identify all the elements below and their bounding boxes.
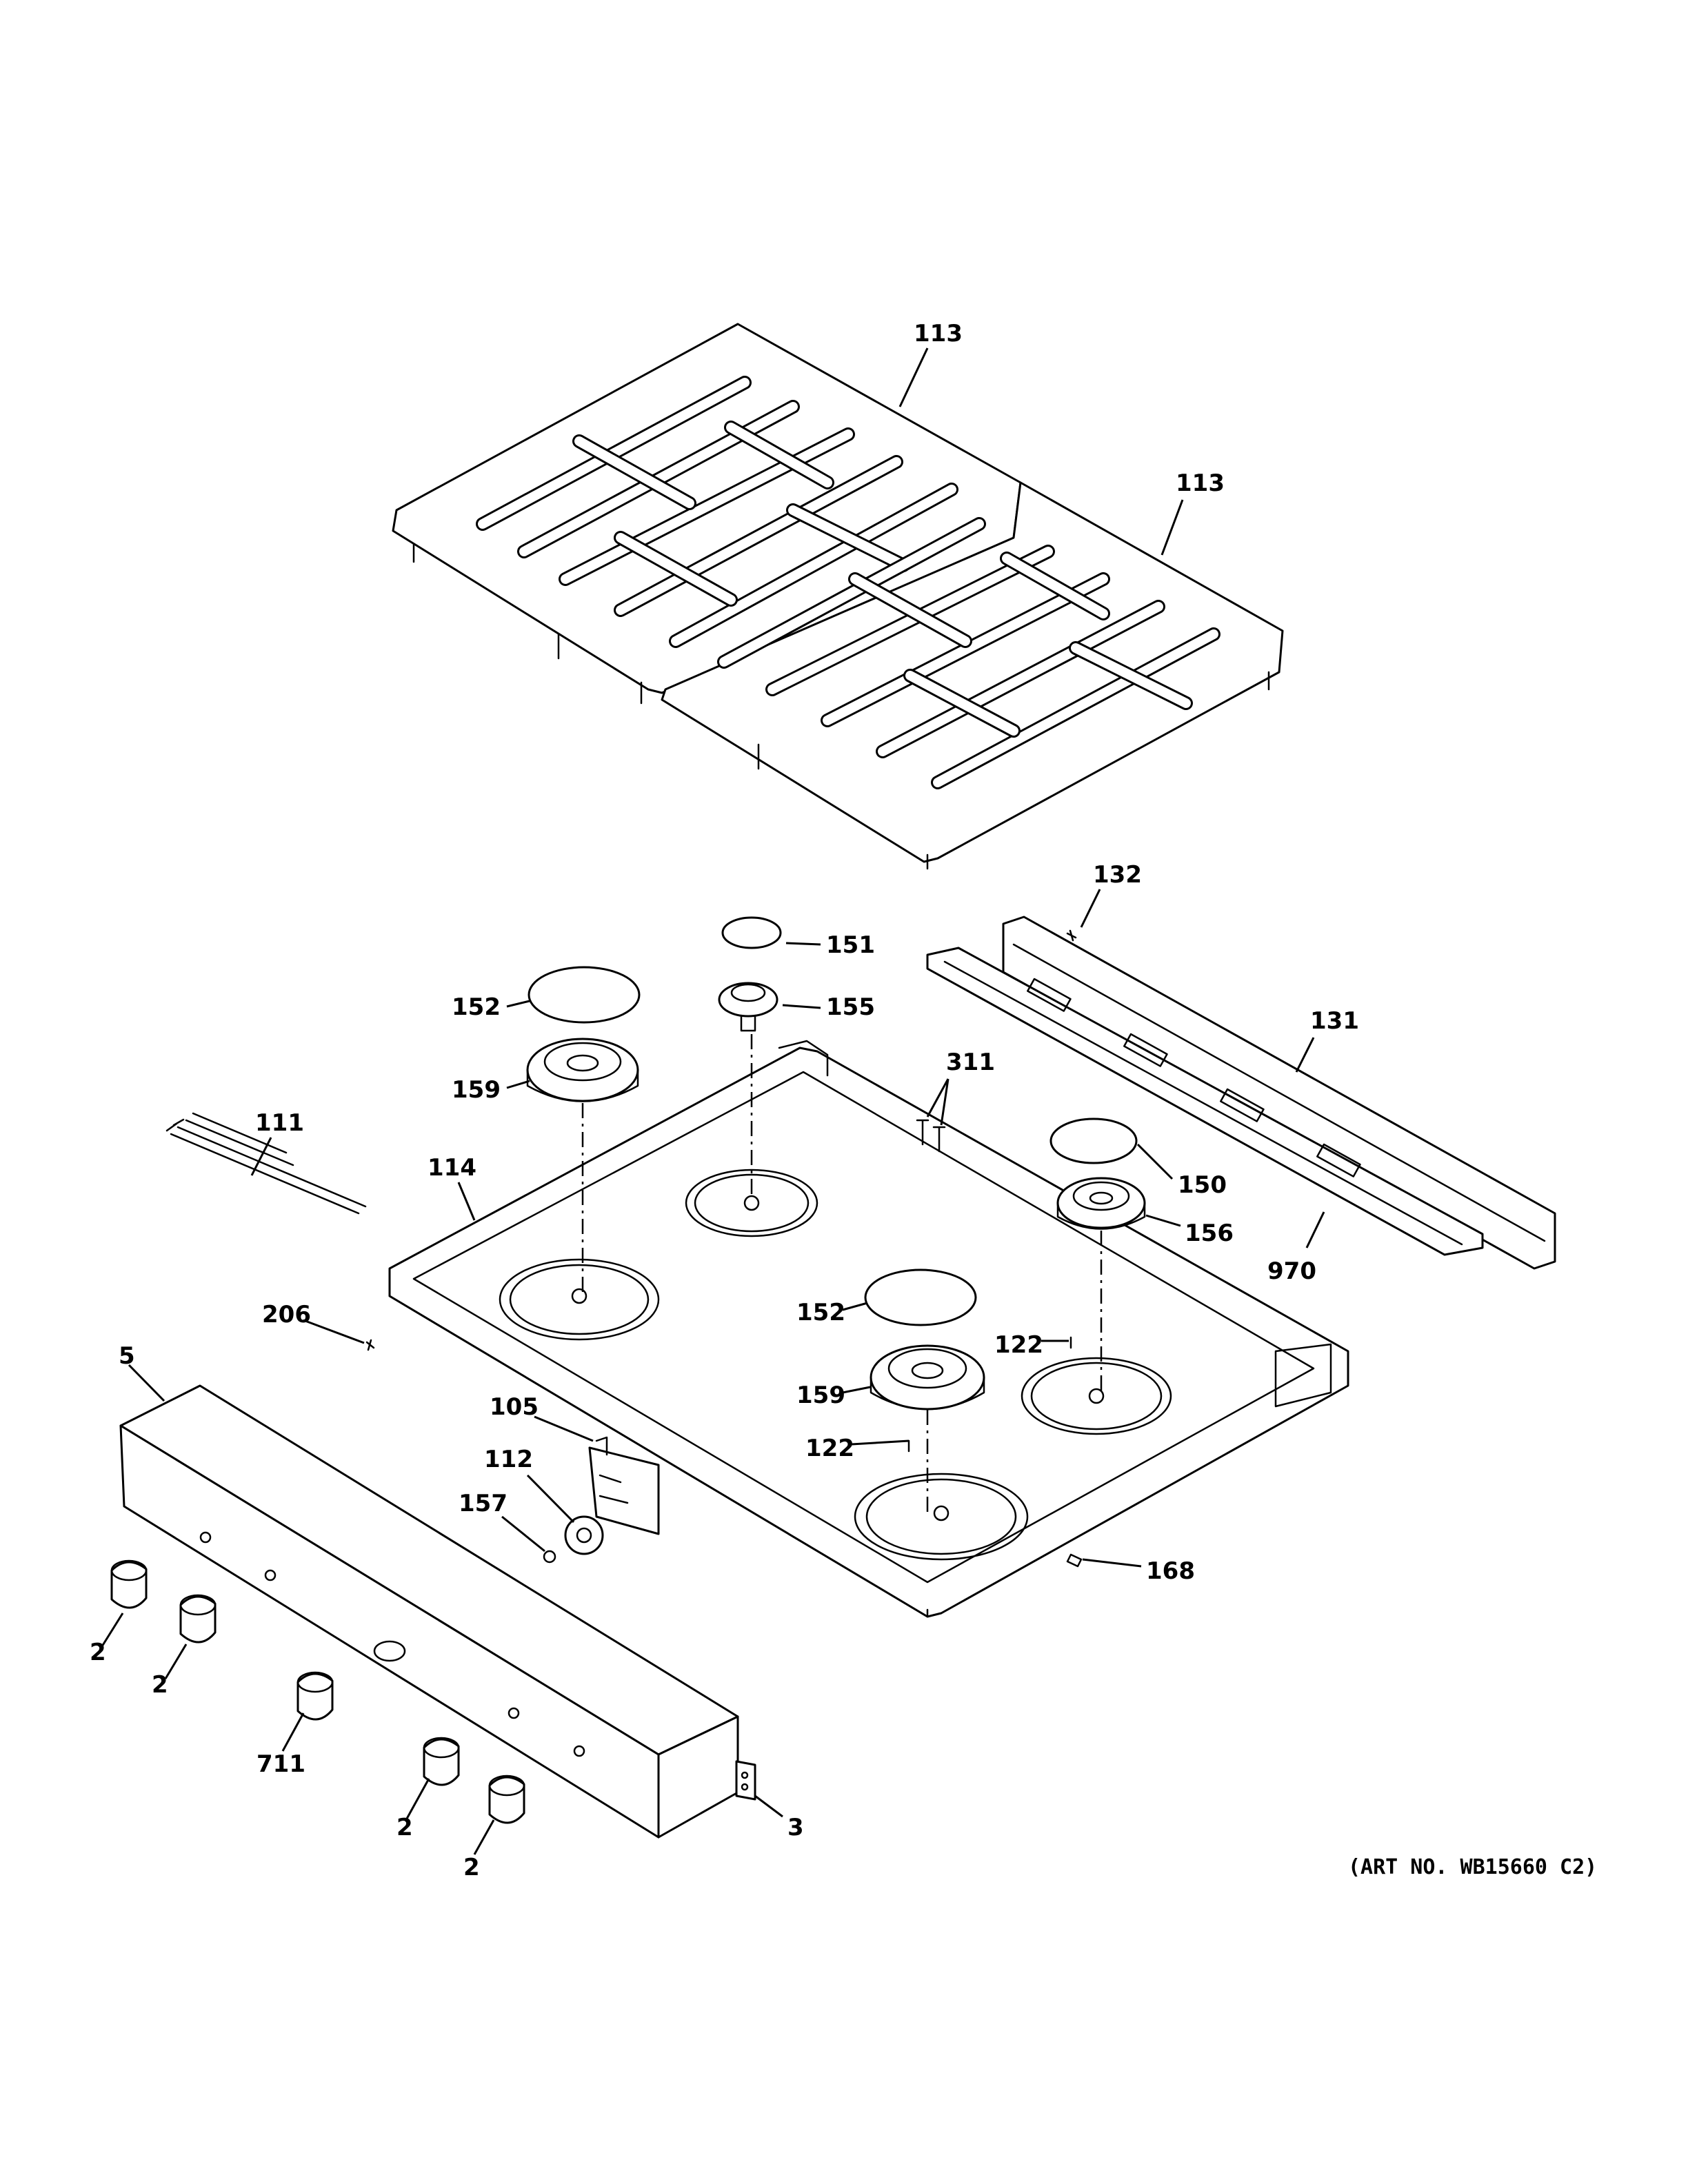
callout-970: 970 (1267, 1257, 1316, 1285)
art-number: (ART NO. WB15660 C2) (1348, 1855, 1597, 1879)
screw-206 (365, 1339, 375, 1351)
clip-168 (1066, 1553, 1083, 1568)
callout-2-c: 2 (396, 1814, 413, 1841)
callout-122-upper: 122 (994, 1331, 1043, 1359)
callout-711: 711 (257, 1750, 305, 1778)
switch-3 (735, 1760, 756, 1801)
callout-112: 112 (484, 1446, 533, 1473)
screw-132 (1066, 929, 1077, 942)
callout-311: 311 (946, 1049, 995, 1076)
burner-cap-151 (721, 916, 782, 949)
rear-trim-rail (926, 916, 1556, 1270)
knob-2-a (110, 1559, 148, 1609)
switch-112 (564, 1515, 604, 1555)
callout-122-lower: 122 (805, 1435, 854, 1462)
burner-head-156 (1056, 1177, 1146, 1230)
burner-head-159-front (870, 1344, 985, 1410)
callout-113-right: 113 (1176, 469, 1225, 497)
callout-2-a: 2 (90, 1639, 106, 1666)
knob-2-b (179, 1594, 217, 1644)
callout-132: 132 (1093, 861, 1142, 889)
callout-155: 155 (826, 993, 875, 1021)
callout-159-rear: 159 (452, 1076, 501, 1104)
callout-114: 114 (428, 1154, 476, 1182)
callout-152-rear: 152 (452, 993, 501, 1021)
burner-cap-152-front (864, 1268, 977, 1326)
callout-3: 3 (787, 1814, 804, 1841)
grate-assembly (392, 323, 1284, 870)
callout-156: 156 (1185, 1220, 1234, 1247)
nut-157 (543, 1550, 556, 1564)
callout-131: 131 (1310, 1007, 1359, 1035)
burner-head-155 (718, 982, 778, 1032)
callout-151: 151 (826, 931, 875, 959)
control-panel-manifold (119, 1384, 739, 1839)
callout-2-b: 2 (152, 1671, 168, 1699)
callout-105: 105 (490, 1393, 539, 1421)
callout-labels: 113 113 132 151 131 152 155 311 159 111 … (90, 320, 1597, 1881)
callout-113-left: 113 (914, 320, 963, 347)
callout-2-d: 2 (463, 1854, 480, 1881)
wire-harness-111 (165, 1112, 367, 1215)
callout-111: 111 (255, 1109, 304, 1137)
cooktop-pan (388, 1040, 1349, 1618)
screws-122 (907, 1336, 1072, 1453)
callout-206: 206 (262, 1301, 311, 1328)
assembly-centerlines (581, 1034, 1103, 1513)
burner-cap-152-rear (528, 966, 641, 1024)
callout-150: 150 (1178, 1171, 1227, 1199)
callout-168: 168 (1146, 1557, 1195, 1585)
callout-5: 5 (119, 1342, 135, 1370)
burner-head-159-rear (526, 1038, 639, 1102)
callout-159-front: 159 (796, 1382, 845, 1409)
burner-cap-150 (1049, 1118, 1138, 1164)
spark-module-105 (588, 1436, 660, 1535)
screws-311 (916, 1119, 946, 1153)
callout-157: 157 (459, 1490, 508, 1517)
knob-2-c (423, 1737, 460, 1786)
knob-711 (297, 1671, 334, 1721)
leader-lines (101, 347, 1325, 1855)
callout-152-front: 152 (796, 1299, 845, 1326)
knob-2-d (488, 1775, 525, 1824)
